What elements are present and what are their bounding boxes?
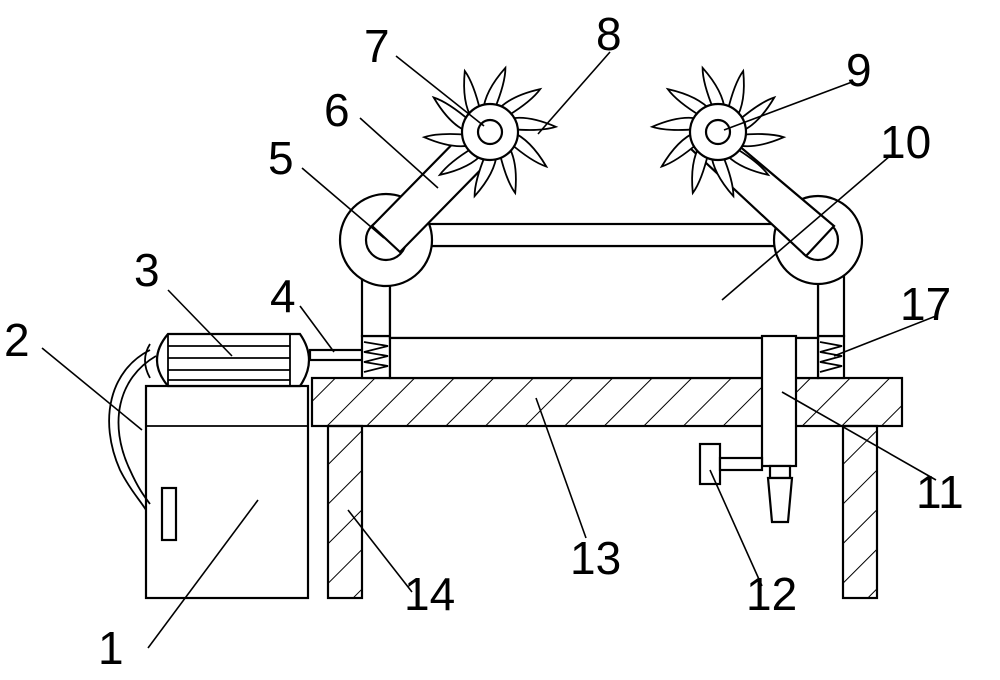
chamber [388,244,820,340]
label-13: 13 [570,532,621,584]
left-cutter-wheel [421,65,559,199]
blade [659,130,700,169]
label-6: 6 [324,84,350,136]
blade [431,95,472,134]
box-window [160,486,178,542]
table-top [310,376,904,428]
blade [473,151,498,199]
chamber-base [388,336,820,380]
left-leg [326,424,364,600]
label-2: 2 [4,314,30,366]
blade [508,130,549,169]
blade [701,65,726,113]
label-10: 10 [880,116,931,168]
right-leg [841,424,879,600]
label-17: 17 [900,278,951,330]
label-1: 1 [98,622,124,674]
label-5: 5 [268,132,294,184]
valve [698,442,764,486]
drive-shaft [308,348,368,362]
blade [421,133,474,148]
label-12: 12 [746,568,797,620]
label-7: 7 [364,20,390,72]
label-4: 4 [270,270,296,322]
right-cutter-wheel [649,65,787,199]
label-11: 11 [916,466,964,518]
hose [108,349,151,511]
label-9: 9 [846,44,872,96]
label-14: 14 [404,568,455,620]
label-3: 3 [134,244,160,296]
blade [710,151,735,199]
spring-right [816,334,846,380]
nozzle [760,334,798,524]
blade [649,116,702,131]
motor [144,332,311,388]
spring-left [360,334,392,380]
chamber-top [398,222,812,248]
blade [736,95,777,134]
blade [734,133,787,148]
blade [482,65,507,113]
label-8: 8 [596,8,622,60]
